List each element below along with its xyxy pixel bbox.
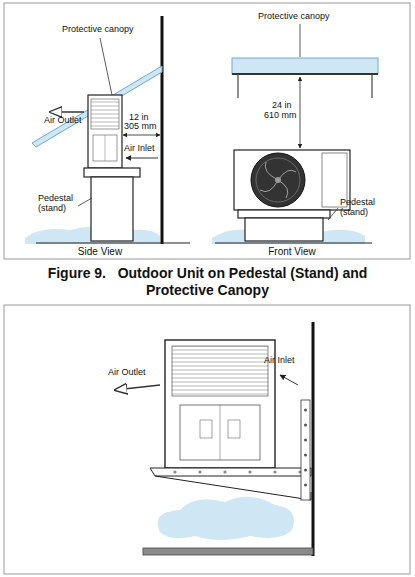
part-label: 305 mm [124, 122, 157, 132]
side-view [25, 16, 190, 244]
figure-caption: Figure 9. Outdoor Unit on Pedestal (Stan… [40, 265, 375, 299]
part-label: Protective canopy [62, 25, 134, 35]
part-label: Pedestal (stand) [340, 198, 380, 218]
figure-frame [4, 305, 410, 574]
part-label: Air Inlet [124, 144, 155, 154]
part-label: Air Outlet [44, 116, 82, 126]
part-label: Air Inlet [264, 356, 295, 366]
part-label: 610 mm [264, 111, 297, 121]
wall-mount-view [115, 322, 313, 556]
part-label: Protective canopy [258, 12, 330, 22]
view-title: Side View [78, 246, 122, 257]
part-label: Pedestal (stand) [38, 194, 78, 214]
figure-frame [4, 3, 410, 259]
part-label: 24 in [272, 101, 292, 111]
part-label: Air Outlet [108, 368, 146, 378]
view-title: Front View [268, 246, 316, 257]
